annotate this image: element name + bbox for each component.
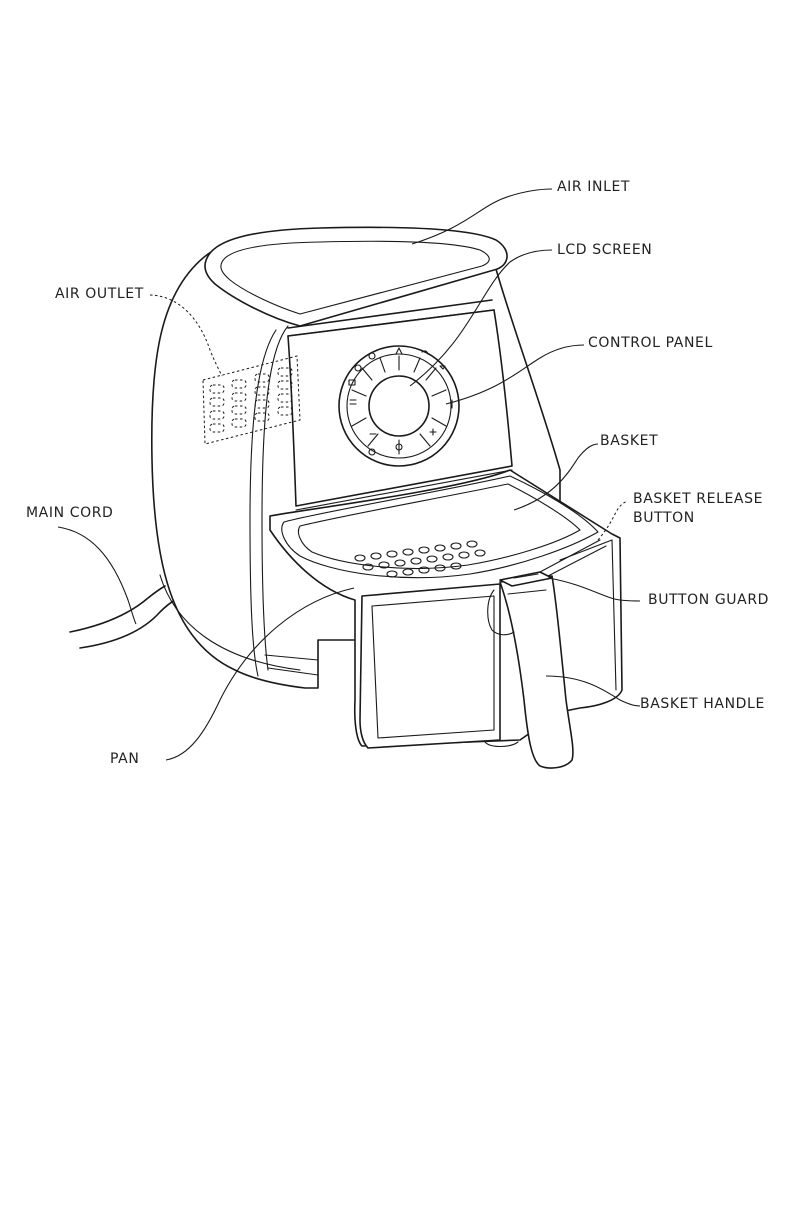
label-main-cord: MAIN CORD <box>26 504 113 523</box>
label-lcd-screen: LCD SCREEN <box>557 241 652 260</box>
label-button-guard: BUTTON GUARD <box>648 591 769 610</box>
label-basket: BASKET <box>600 432 658 451</box>
label-basket-release-line-1: BASKET RELEASE <box>633 490 783 509</box>
label-basket-release-button: BASKET RELEASE BUTTON <box>633 490 783 528</box>
lcd-screen <box>369 376 429 436</box>
main-cord <box>70 586 175 648</box>
leader-main-cord <box>58 527 136 624</box>
label-air-outlet: AIR OUTLET <box>55 285 144 304</box>
label-air-inlet: AIR INLET <box>557 178 630 197</box>
label-basket-handle: BASKET HANDLE <box>640 695 765 714</box>
control-panel <box>339 346 459 466</box>
label-pan: PAN <box>110 750 139 769</box>
label-basket-release-line-2: BUTTON <box>633 509 783 528</box>
label-control-panel: CONTROL PANEL <box>588 334 713 353</box>
